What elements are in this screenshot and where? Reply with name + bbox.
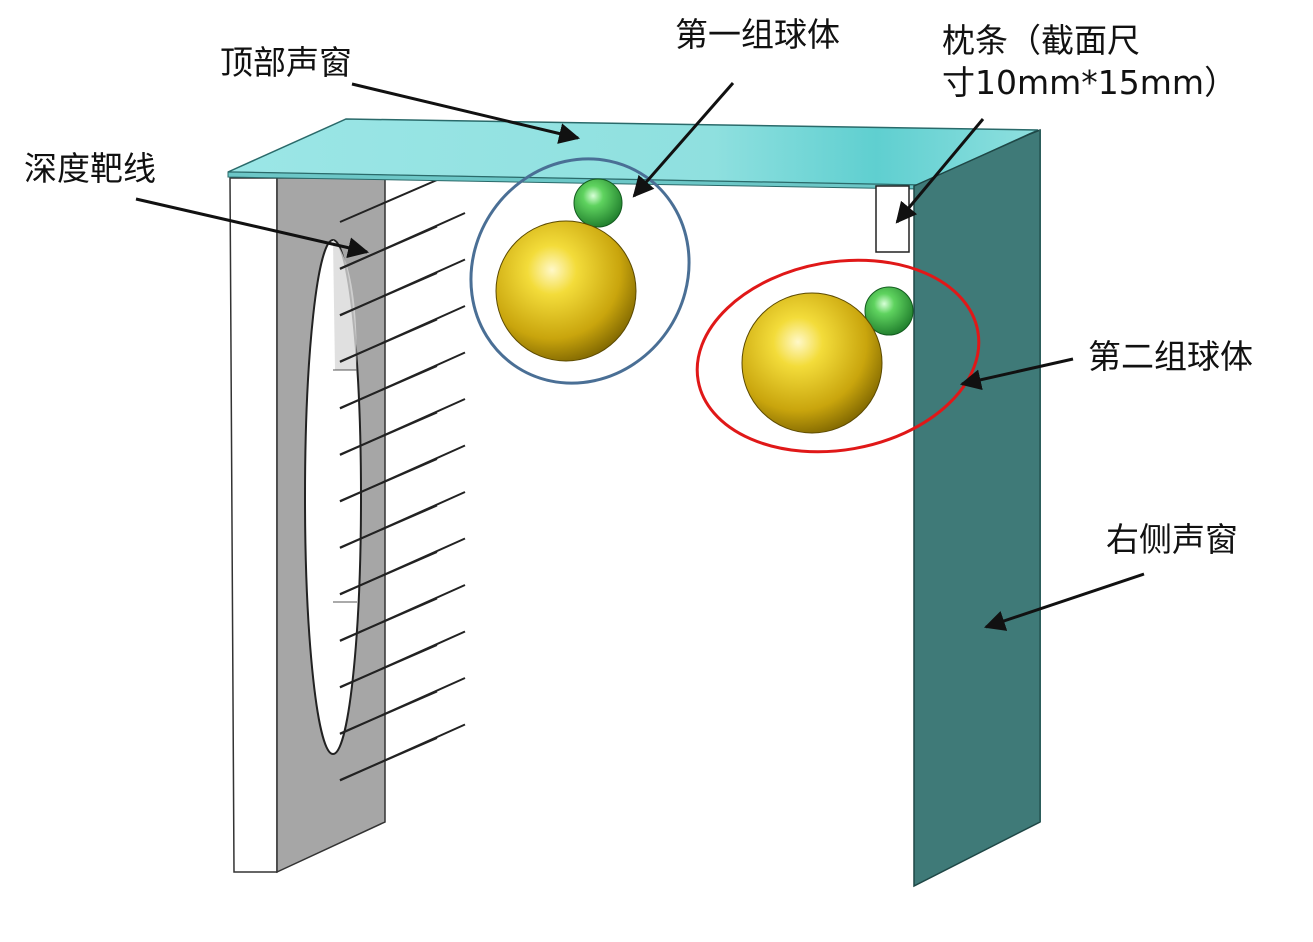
right-window-panel xyxy=(913,128,1041,888)
left-panel-front xyxy=(229,177,278,873)
depth-target-line xyxy=(339,597,438,642)
sphere-group-1-label: 第一组球体 xyxy=(675,15,840,54)
depth-target-lines-label: 深度靶线 xyxy=(24,149,156,188)
pillow-strip-label-line1: 枕条（截面尺 xyxy=(942,21,1140,60)
depth-target-line xyxy=(339,644,438,688)
group2-small-sphere xyxy=(864,286,914,336)
arrow-pillow-strip xyxy=(895,118,985,224)
depth-target-window-shadow xyxy=(333,240,357,370)
pillow-strip-label-line2: 寸10mm*15mm） xyxy=(942,63,1238,102)
depth-target-line xyxy=(339,551,438,595)
depth-target-line xyxy=(339,225,438,270)
pillow-strip-front xyxy=(875,185,910,253)
sphere-group-2-label: 第二组球体 xyxy=(1088,337,1253,376)
arrow-sphere-group-1 xyxy=(632,82,735,198)
depth-target-line xyxy=(339,737,438,781)
group2-ellipse xyxy=(695,258,981,454)
top-window-label: 顶部声窗 xyxy=(220,43,352,82)
depth-target-line xyxy=(339,272,438,316)
group1-small-sphere xyxy=(573,178,623,228)
right-window-label: 右侧声窗 xyxy=(1106,520,1238,559)
depth-target-line xyxy=(339,318,438,363)
depth-target-line xyxy=(339,365,438,409)
arrow-sphere-group-2 xyxy=(959,357,1074,391)
arrow-right-window xyxy=(984,572,1145,631)
group1-large-sphere xyxy=(495,220,637,362)
depth-target-line xyxy=(339,458,438,502)
depth-target-line xyxy=(339,690,438,735)
group2-large-sphere xyxy=(741,292,883,434)
arrow-top-window xyxy=(351,82,581,144)
arrow-depth-target-lines xyxy=(135,197,370,259)
depth-target-lines xyxy=(339,179,466,782)
depth-target-line xyxy=(339,504,438,549)
depth-target-line xyxy=(339,411,438,456)
depth-target-line xyxy=(339,179,438,223)
